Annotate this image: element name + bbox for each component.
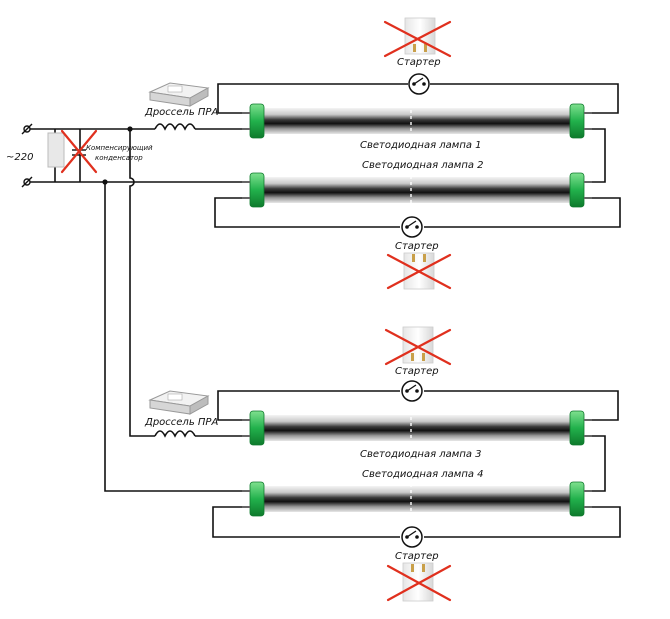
starter-4: Стартер xyxy=(386,526,452,602)
led-lamp-2 xyxy=(242,172,592,208)
ballast-box-icon xyxy=(148,82,210,107)
ballast-2-label: Дроссель ПРА xyxy=(144,417,218,428)
starter-crossed-icon xyxy=(386,252,452,290)
starter-symbol-icon xyxy=(401,216,423,238)
ballast-1: Дроссель ПРА xyxy=(144,82,218,131)
lamp-cap-right xyxy=(569,172,585,208)
lamp-cap-right xyxy=(569,103,585,139)
starter-symbol-icon xyxy=(408,73,430,95)
lamp-cap-right xyxy=(569,481,585,517)
starter-crossed-icon xyxy=(386,562,452,602)
ballast-box-icon xyxy=(148,390,210,415)
starter-3-label: Стартер xyxy=(395,366,439,377)
lamp-1-label: Светодиодная лампа 1 xyxy=(360,140,482,151)
starter-crossed-icon xyxy=(383,17,452,58)
lamp-tube xyxy=(262,108,572,134)
lamp-2-label: Светодиодная лампа 2 xyxy=(362,160,484,171)
starter-symbol-icon xyxy=(401,526,423,548)
starter-1-label: Стартер xyxy=(397,57,441,68)
lamp-cap-right xyxy=(569,410,585,446)
starter-2-label: Стартер xyxy=(395,241,439,252)
led-lamp-3 xyxy=(242,410,592,446)
starter-4-label: Стартер xyxy=(395,551,439,562)
inductor-coil-icon xyxy=(154,123,196,131)
supply-voltage-label: ~220 xyxy=(6,152,33,163)
ballast-1-label: Дроссель ПРА xyxy=(144,107,218,118)
lamp-tube xyxy=(262,415,572,441)
starter-1: Стартер xyxy=(383,17,452,95)
lamp-cap-left xyxy=(249,410,265,446)
capacitor-label-line2: конденсатор xyxy=(95,154,143,162)
lamp-cap-left xyxy=(249,172,265,208)
ballast-2: Дроссель ПРА xyxy=(144,390,218,438)
led-lamp-1 xyxy=(242,103,592,139)
lamp-tube xyxy=(262,177,572,203)
starter-symbol-icon xyxy=(401,380,423,402)
capacitor-crossed xyxy=(47,129,98,174)
lamp-4-label: Светодиодная лампа 4 xyxy=(362,469,484,480)
inductor-coil-icon xyxy=(154,430,196,438)
lamp-cap-left xyxy=(249,481,265,517)
starter-3: Стартер xyxy=(384,326,452,402)
lamp-tube xyxy=(262,486,572,512)
lamp-3-label: Светодиодная лампа 3 xyxy=(360,449,482,460)
starter-2: Стартер xyxy=(386,216,452,290)
capacitor-label-line1: Компенсирующий xyxy=(86,144,153,152)
lamp-cap-left xyxy=(249,103,265,139)
led-lamp-4 xyxy=(242,481,592,517)
starter-crossed-icon xyxy=(384,326,452,366)
